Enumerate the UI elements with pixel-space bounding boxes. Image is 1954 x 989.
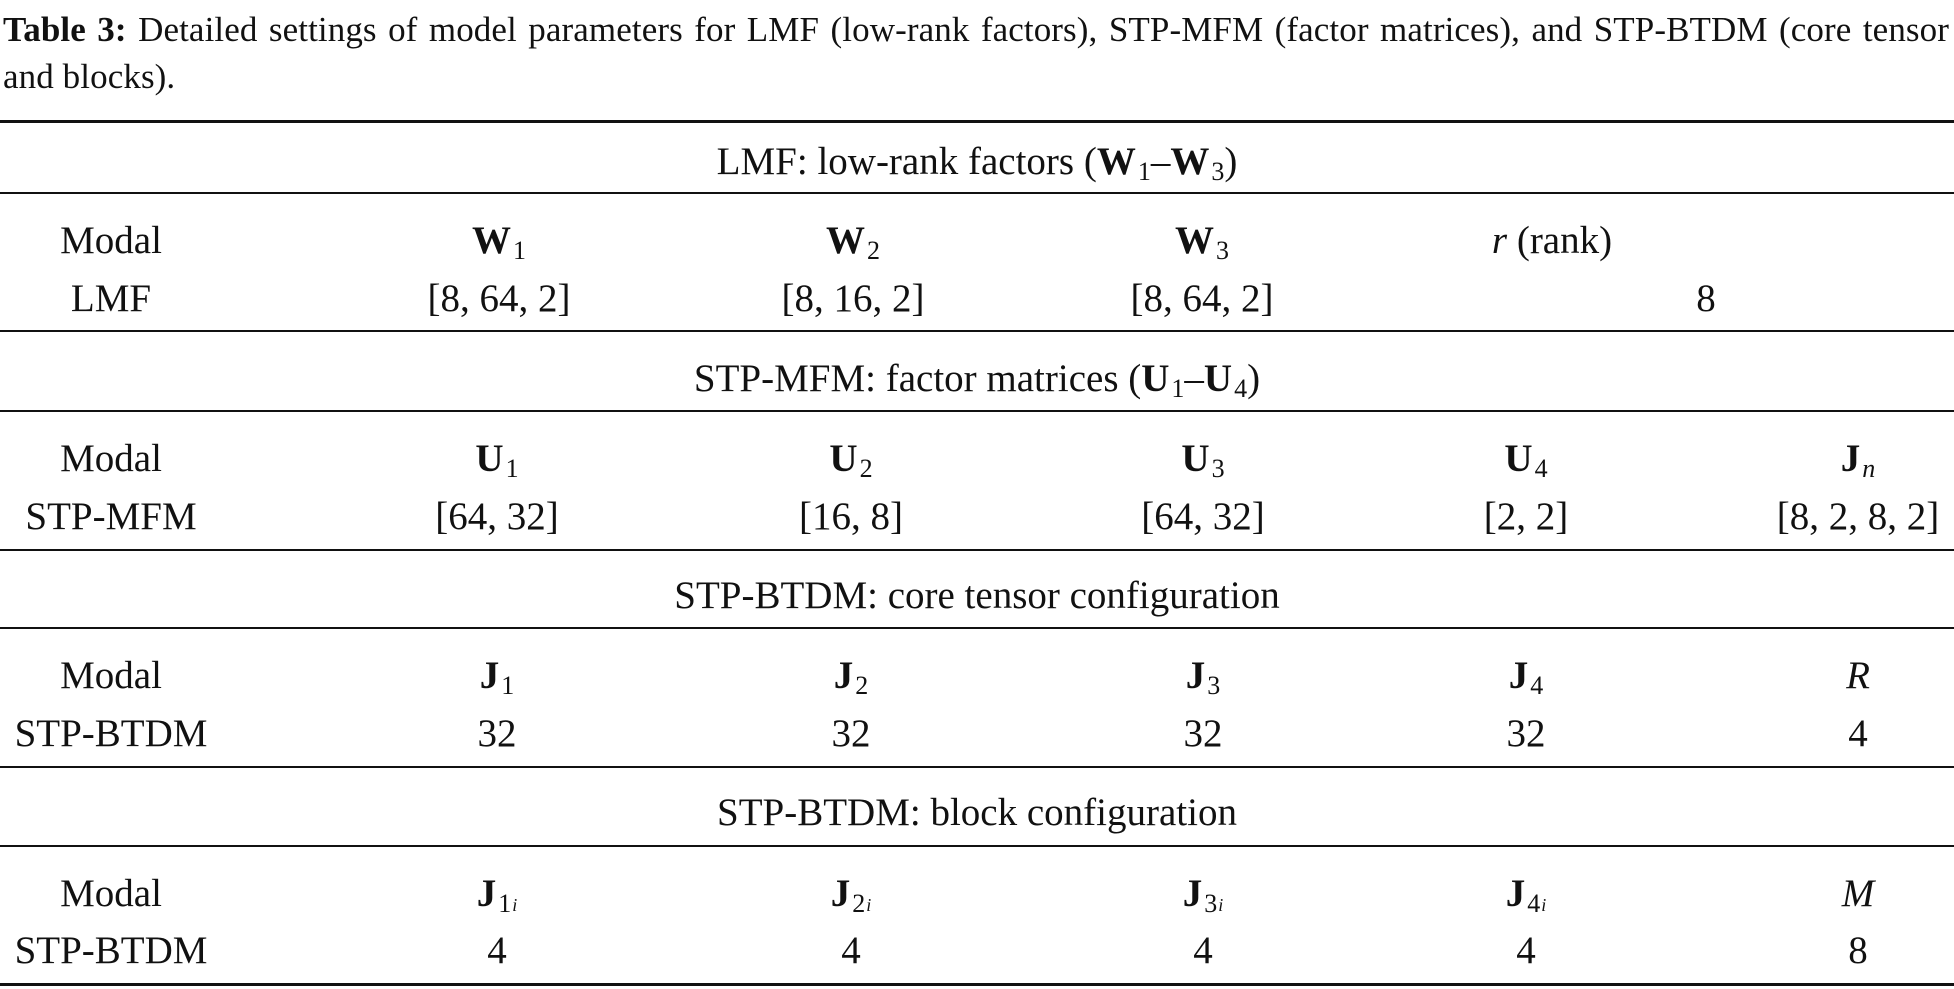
- lmf-head-modal: Modal: [60, 219, 162, 262]
- mfm-head-u1: U1: [475, 437, 519, 483]
- core-row-name: STP-BTDM: [14, 712, 208, 755]
- block-row-j3i: 4: [1193, 929, 1213, 972]
- lmf-head-w1: W1: [472, 219, 526, 265]
- section-rule-stp-mfm: [0, 410, 1954, 412]
- block-row-j2i: 4: [841, 929, 861, 972]
- block-head-modal: Modal: [60, 872, 162, 915]
- section-title-stp-btdm-block: STP-BTDM: block configuration: [717, 791, 1237, 834]
- core-row-r: 4: [1848, 712, 1868, 755]
- core-row-j1: 32: [477, 712, 517, 755]
- mfm-row-u2: [16, 8]: [799, 495, 903, 538]
- core-head-j4: J4: [1508, 654, 1544, 700]
- core-head-modal: Modal: [60, 654, 162, 697]
- lmf-row-rank: 8: [1696, 277, 1716, 320]
- table-top-rule: [0, 120, 1954, 123]
- core-row-j4: 32: [1506, 712, 1546, 755]
- mfm-head-jn: Jn: [1840, 437, 1876, 483]
- block-head-j4i: J4i: [1505, 872, 1547, 918]
- section-divider-3: [0, 766, 1954, 768]
- table-bottom-rule: [0, 983, 1954, 986]
- section-title-lmf: LMF: low-rank factors (W1–W3): [716, 140, 1238, 186]
- mfm-head-u3: U3: [1181, 437, 1225, 483]
- block-row-j1i: 4: [487, 929, 507, 972]
- block-row-j4i: 4: [1516, 929, 1536, 972]
- caption-text: Detailed settings of model parameters fo…: [3, 10, 1949, 96]
- block-head-j1i: J1i: [476, 872, 518, 918]
- core-head-r: R: [1846, 654, 1870, 697]
- lmf-row-w2: [8, 16, 2]: [781, 277, 925, 320]
- block-head-j3i: J3i: [1182, 872, 1224, 918]
- table-caption: Table 3: Detailed settings of model para…: [3, 6, 1949, 100]
- lmf-head-w3: W3: [1175, 219, 1229, 265]
- core-head-j1: J1: [479, 654, 515, 700]
- block-row-name: STP-BTDM: [14, 929, 208, 972]
- mfm-head-modal: Modal: [60, 437, 162, 480]
- mfm-head-u2: U2: [829, 437, 873, 483]
- mfm-row-jn: [8, 2, 8, 2]: [1776, 495, 1940, 538]
- mfm-row-name: STP-MFM: [25, 495, 197, 538]
- section-title-stp-mfm: STP-MFM: factor matrices (U1–U4): [693, 357, 1261, 403]
- core-head-j3: J3: [1185, 654, 1221, 700]
- lmf-head-rank: r (rank): [1491, 219, 1613, 262]
- core-row-j2: 32: [831, 712, 871, 755]
- block-head-j2i: J2i: [830, 872, 872, 918]
- mfm-row-u3: [64, 32]: [1141, 495, 1265, 538]
- block-row-m: 8: [1848, 929, 1868, 972]
- core-row-j3: 32: [1183, 712, 1223, 755]
- section-rule-stp-btdm-core: [0, 627, 1954, 629]
- section-rule-stp-btdm-block: [0, 845, 1954, 847]
- section-divider-1: [0, 330, 1954, 332]
- section-rule-lmf: [0, 192, 1954, 194]
- section-title-stp-btdm-core: STP-BTDM: core tensor configuration: [674, 574, 1280, 617]
- block-head-m: M: [1841, 872, 1875, 915]
- caption-label: Table 3:: [3, 10, 127, 49]
- mfm-row-u4: [2, 2]: [1483, 495, 1569, 538]
- core-head-j2: J2: [833, 654, 869, 700]
- mfm-head-u4: U4: [1504, 437, 1548, 483]
- section-divider-2: [0, 549, 1954, 551]
- lmf-row-w3: [8, 64, 2]: [1130, 277, 1274, 320]
- lmf-head-w2: W2: [826, 219, 880, 265]
- mfm-row-u1: [64, 32]: [435, 495, 559, 538]
- lmf-row-w1: [8, 64, 2]: [427, 277, 571, 320]
- lmf-row-name: LMF: [70, 277, 152, 320]
